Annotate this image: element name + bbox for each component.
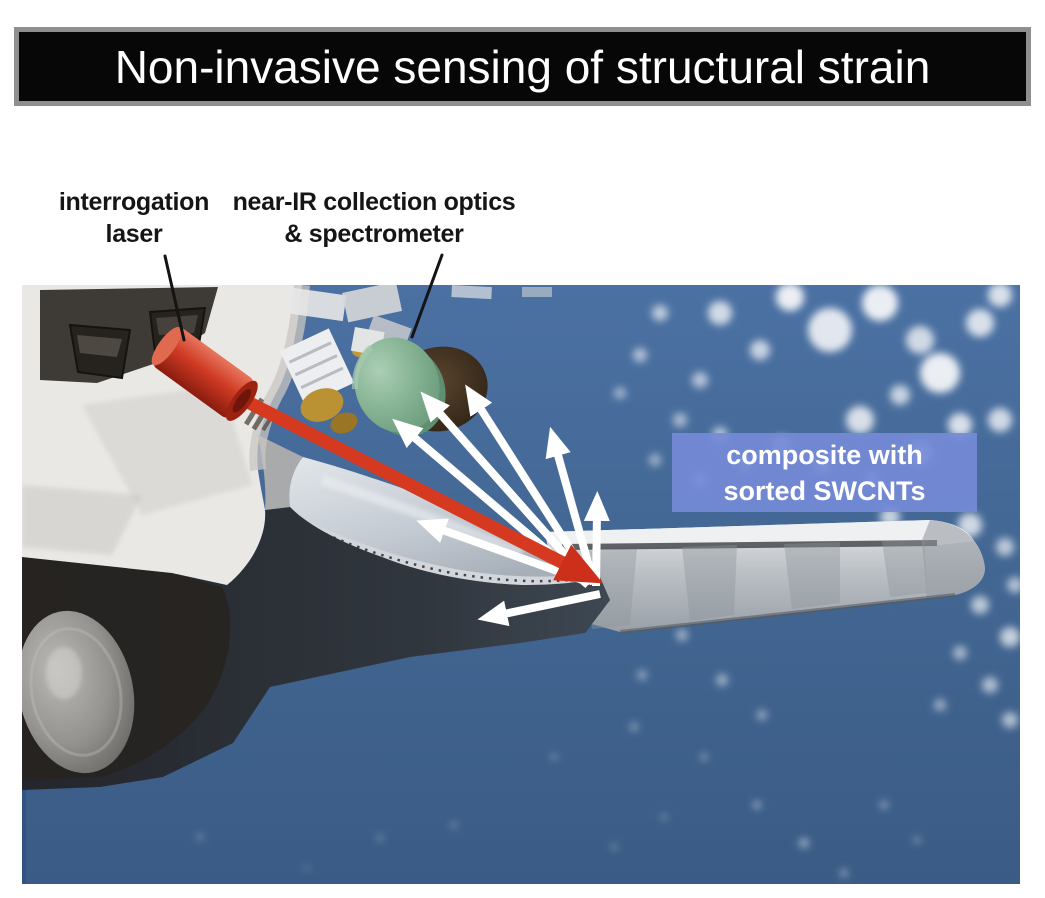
radiator-panel — [279, 328, 355, 406]
shuttle-fuselage — [22, 285, 310, 585]
composite-label: composite with sorted SWCNTs — [723, 439, 926, 506]
title-banner: Non-invasive sensing of structural strai… — [14, 27, 1031, 106]
leader-line-laser — [163, 254, 186, 342]
gold-foil — [300, 388, 344, 422]
leader-lines — [163, 253, 444, 342]
composite-label-box: composite with sorted SWCNTs — [672, 433, 977, 512]
clouds — [197, 285, 1020, 877]
scatter-arrow — [477, 590, 601, 627]
optics-label: near-IR collection optics & spectrometer — [232, 188, 516, 248]
iss-hardware — [279, 285, 552, 434]
scatter-arrow — [583, 491, 610, 587]
optics-green-face — [354, 337, 440, 433]
leader-line-optics — [410, 253, 444, 339]
laser-beam — [233, 390, 604, 584]
shuttle-photo — [22, 285, 1020, 884]
page-title: Non-invasive sensing of structural strai… — [114, 40, 931, 93]
laser-label: interrogation laser — [58, 188, 210, 248]
interrogation-laser-body — [151, 326, 258, 421]
shuttle-underside — [22, 507, 610, 790]
